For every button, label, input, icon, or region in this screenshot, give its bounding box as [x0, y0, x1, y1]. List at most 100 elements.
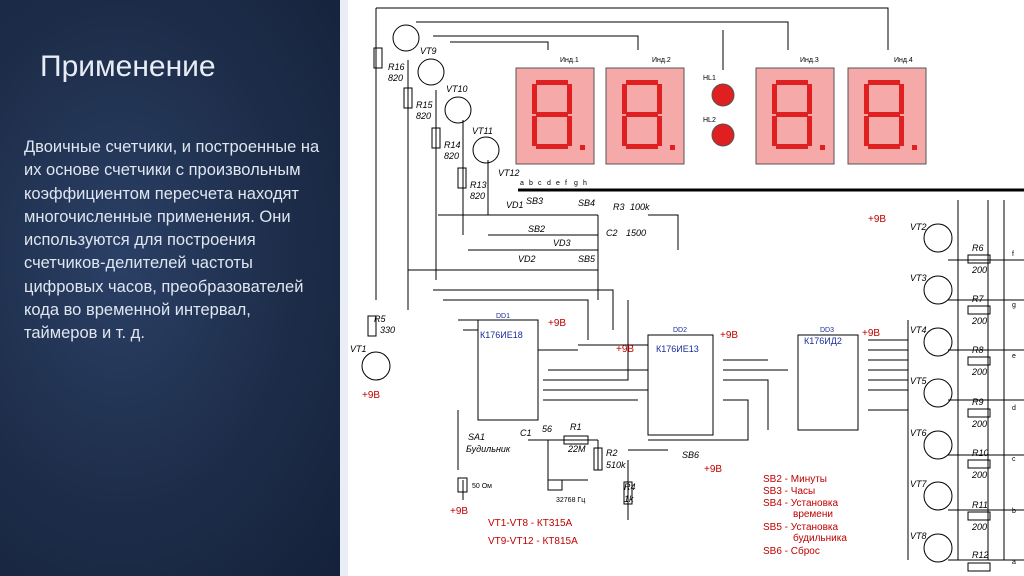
- transistor-type-1: VT1-VT8 - КТ315А: [488, 518, 573, 529]
- svg-text:h: h: [583, 180, 587, 187]
- svg-text:b: b: [529, 180, 533, 187]
- svg-text:R7: R7: [972, 294, 984, 304]
- c2-label: C2: [606, 228, 618, 238]
- panel-divider: [340, 0, 348, 576]
- chip-dd2: DD2 К176ИЕ13 +9В +9В: [616, 327, 738, 436]
- vd3-label: VD3: [553, 238, 571, 248]
- indicator-3: Инд.3: [755, 57, 835, 165]
- r5-label: R5: [374, 314, 386, 324]
- vt9-label: VT9: [420, 46, 437, 56]
- clock-schematic: VT9 VT10 VT11 VT12 R16 820 R15 820 R14 8…: [350, 7, 1024, 572]
- vt12-label: VT12: [498, 168, 520, 178]
- r16-label: R16: [388, 62, 405, 72]
- sa1-caption: Будильник: [466, 444, 511, 454]
- svg-text:SB5 - Установка: SB5 - Установка: [763, 522, 838, 533]
- svg-text:e: e: [1012, 353, 1016, 360]
- vd1-label: VD1: [506, 200, 524, 210]
- dd3-power: +9В: [862, 328, 880, 339]
- svg-text:200: 200: [971, 316, 987, 326]
- led-group: HL1 HL2: [703, 75, 735, 147]
- r14-label: R14: [444, 140, 461, 150]
- r5-value: 330: [380, 325, 395, 335]
- indicator-1: Инд.1: [515, 57, 595, 165]
- svg-text:R12: R12: [972, 550, 989, 560]
- vt10-label: VT10: [446, 84, 468, 94]
- r1-label: R1: [570, 422, 582, 432]
- svg-text:SB3 - Часы: SB3 - Часы: [763, 486, 815, 497]
- c1-value: 56: [542, 424, 552, 434]
- speaker-label: 50 Ом: [472, 483, 492, 490]
- r16-value: 820: [388, 73, 403, 83]
- svg-text:c: c: [1012, 456, 1016, 463]
- svg-text:VT8: VT8: [910, 531, 927, 541]
- svg-text:DD3: DD3: [820, 327, 834, 334]
- svg-text:К176ИД2: К176ИД2: [804, 336, 842, 346]
- svg-text:200: 200: [971, 367, 987, 377]
- svg-text:VT2: VT2: [910, 222, 927, 232]
- right-power: +9В: [868, 214, 886, 225]
- svg-text:g: g: [574, 180, 578, 187]
- sb3-label: SB3: [526, 196, 543, 206]
- vt1-block: R5 330 VT1 +9В: [350, 314, 395, 401]
- alarm-power: +9В: [450, 506, 468, 517]
- dd1-power: +9В: [548, 318, 566, 329]
- c1-label: C1: [520, 428, 532, 438]
- svg-text:200: 200: [971, 470, 987, 480]
- svg-text:VT3: VT3: [910, 273, 927, 283]
- vt1-power: +9В: [362, 390, 380, 401]
- chip-dd1: DD1 К176ИЕ18 +9В: [477, 313, 566, 421]
- svg-text:e: e: [556, 180, 560, 187]
- button-legend: SB2 - Минуты SB3 - Часы SB4 - Установка …: [763, 474, 847, 557]
- vd2-label: VD2: [518, 254, 536, 264]
- svg-text:VT5: VT5: [910, 376, 928, 386]
- svg-text:d: d: [547, 180, 551, 187]
- svg-text:R8: R8: [972, 345, 984, 355]
- r15-value: 820: [416, 111, 431, 121]
- svg-text:VT6: VT6: [910, 428, 927, 438]
- indicator-4: Инд.4: [847, 57, 927, 165]
- schematic-panel: VT9 VT10 VT11 VT12 R16 820 R15 820 R14 8…: [348, 0, 1024, 576]
- svg-text:200: 200: [971, 419, 987, 429]
- sb6-power: +9В: [704, 464, 722, 475]
- svg-text:времени: времени: [793, 509, 833, 520]
- svg-text:200: 200: [971, 522, 987, 532]
- chip-dd3: DD3 К176ИД2 +9В: [797, 327, 880, 431]
- r13-value: 820: [470, 191, 485, 201]
- svg-text:SB4 - Установка: SB4 - Установка: [763, 498, 838, 509]
- svg-text:VT4: VT4: [910, 325, 927, 335]
- svg-text:200: 200: [971, 265, 987, 275]
- svg-text:К176ИЕ13: К176ИЕ13: [656, 344, 699, 354]
- text-panel: Применение Двоичные счетчики, и построен…: [0, 0, 340, 576]
- svg-text:a: a: [520, 180, 524, 187]
- slide-body: Двоичные счетчики, и построенные на их о…: [24, 138, 320, 343]
- transistor-stack-left: VT9 VT10 VT11 VT12 R16 820 R15 820 R14 8…: [373, 24, 520, 201]
- sb6-label: SB6: [682, 450, 699, 460]
- indicator-1-label: Инд.1: [560, 57, 579, 64]
- vt11-label: VT11: [472, 126, 493, 136]
- r15-label: R15: [416, 100, 434, 110]
- r4-label: R4: [624, 482, 636, 492]
- svg-text:c: c: [538, 180, 542, 187]
- r3-value: 100k: [630, 202, 650, 212]
- input-switches: VD1 SB3 SB4 SB2 VD3 VD2 SB5 R3 100k C2 1…: [506, 196, 650, 264]
- dd2-power-right: +9В: [720, 330, 738, 341]
- svg-text:R9: R9: [972, 397, 984, 407]
- transistor-type-2: VT9-VT12 - КТ815А: [488, 536, 578, 547]
- indicator-2-label: Инд.2: [652, 57, 671, 64]
- r4-value: 1k: [624, 494, 634, 504]
- svg-text:SB6 - Сброс: SB6 - Сброс: [763, 545, 820, 557]
- sb4-label: SB4: [578, 198, 595, 208]
- svg-text:будильника: будильника: [793, 532, 847, 544]
- hl1-label: HL1: [703, 75, 716, 82]
- slide-title: Применение: [40, 50, 216, 83]
- quartz-label: 32768 Гц: [556, 497, 585, 504]
- svg-text:g: g: [1012, 302, 1016, 309]
- alarm-block: SA1 Будильник 50 Ом +9В: [450, 432, 511, 517]
- r14-value: 820: [444, 151, 459, 161]
- sb5-label: SB5: [578, 254, 596, 264]
- dd2-power-left: +9В: [616, 344, 634, 355]
- svg-text:К176ИЕ18: К176ИЕ18: [480, 330, 523, 340]
- indicator-4-label: Инд.4: [894, 57, 913, 64]
- svg-text:R6: R6: [972, 243, 984, 253]
